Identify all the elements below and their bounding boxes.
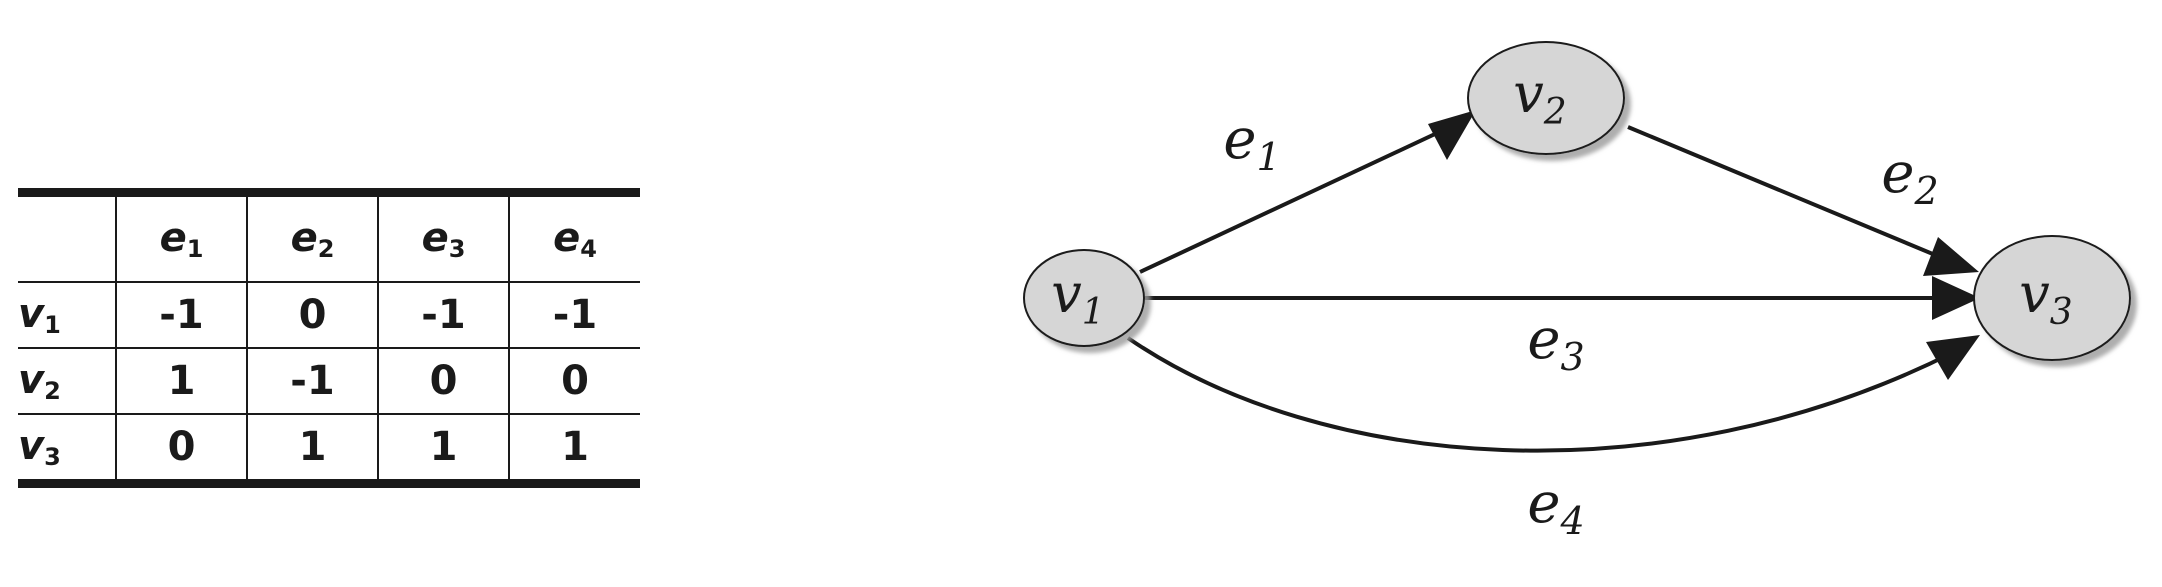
incidence-table: e1 e2 e3 e4 v1 -1 0 -1 -1 v2 1 -1 0 0 — [18, 197, 640, 479]
table-cell: -1 — [246, 347, 378, 414]
table-cell: 0 — [508, 347, 640, 414]
edge-e1-arrowhead — [1428, 110, 1476, 160]
node-v1: v1 — [1023, 249, 1145, 347]
edge-e2-arrowhead — [1923, 237, 1979, 276]
node-v2: v2 — [1467, 41, 1625, 155]
table-cell: -1 — [508, 281, 640, 348]
edge-e2 — [1627, 125, 1979, 276]
node-v1-label: v1 — [1051, 262, 1104, 333]
node-v2-label: v2 — [1513, 62, 1566, 133]
column-header-e2: e2 — [246, 197, 378, 282]
column-header-e4: e4 — [508, 197, 640, 282]
edge-e1-line — [1139, 125, 1451, 274]
table-cell: 1 — [508, 413, 640, 479]
edge-e1 — [1139, 110, 1476, 274]
node-v3: v3 — [1973, 235, 2131, 361]
edge-e3 — [1142, 276, 1980, 320]
table-cell: 0 — [377, 347, 509, 414]
table-row: v2 1 -1 0 0 — [18, 347, 640, 414]
table-cell: -1 — [115, 281, 247, 348]
row-header-v3: v3 — [18, 413, 116, 479]
incidence-matrix: e1 e2 e3 e4 v1 -1 0 -1 -1 v2 1 -1 0 0 — [18, 188, 640, 488]
edge-e4-arrowhead — [1926, 335, 1980, 380]
edge-e2-label: e2 — [1881, 141, 1938, 213]
table-cell: 0 — [246, 281, 378, 348]
table-cell: -1 — [377, 281, 509, 348]
table-row: v1 -1 0 -1 -1 — [18, 281, 640, 348]
corner-cell — [18, 197, 116, 282]
row-header-v2: v2 — [18, 347, 116, 414]
row-header-v1: v1 — [18, 281, 116, 348]
edge-e1-label: e1 — [1223, 107, 1280, 179]
directed-graph: v1 v2 v3 e1 e2 e3 e4 — [960, 0, 2162, 582]
table-cell: 1 — [246, 413, 378, 479]
table-row: v3 0 1 1 1 — [18, 413, 640, 479]
table-cell: 1 — [377, 413, 509, 479]
node-v3-label: v3 — [2019, 262, 2072, 333]
header-row: e1 e2 e3 e4 — [18, 197, 640, 282]
node-v2-circle — [1467, 41, 1625, 155]
edge-e4-label: e4 — [1527, 471, 1584, 543]
column-header-e3: e3 — [377, 197, 509, 282]
table-cell: 1 — [115, 347, 247, 414]
edge-e3-arrowhead — [1932, 276, 1980, 320]
node-v3-circle — [1973, 235, 2131, 361]
edge-e4 — [1126, 335, 1980, 453]
node-v1-circle — [1023, 249, 1145, 347]
edge-e4-curve — [1126, 336, 1955, 453]
graph-canvas: v1 v2 v3 e1 e2 e3 e4 — [1023, 41, 2131, 543]
edge-e2-line — [1627, 125, 1953, 264]
edge-e3-label: e3 — [1527, 307, 1584, 379]
table-cell: 0 — [115, 413, 247, 479]
column-header-e1: e1 — [115, 197, 247, 282]
